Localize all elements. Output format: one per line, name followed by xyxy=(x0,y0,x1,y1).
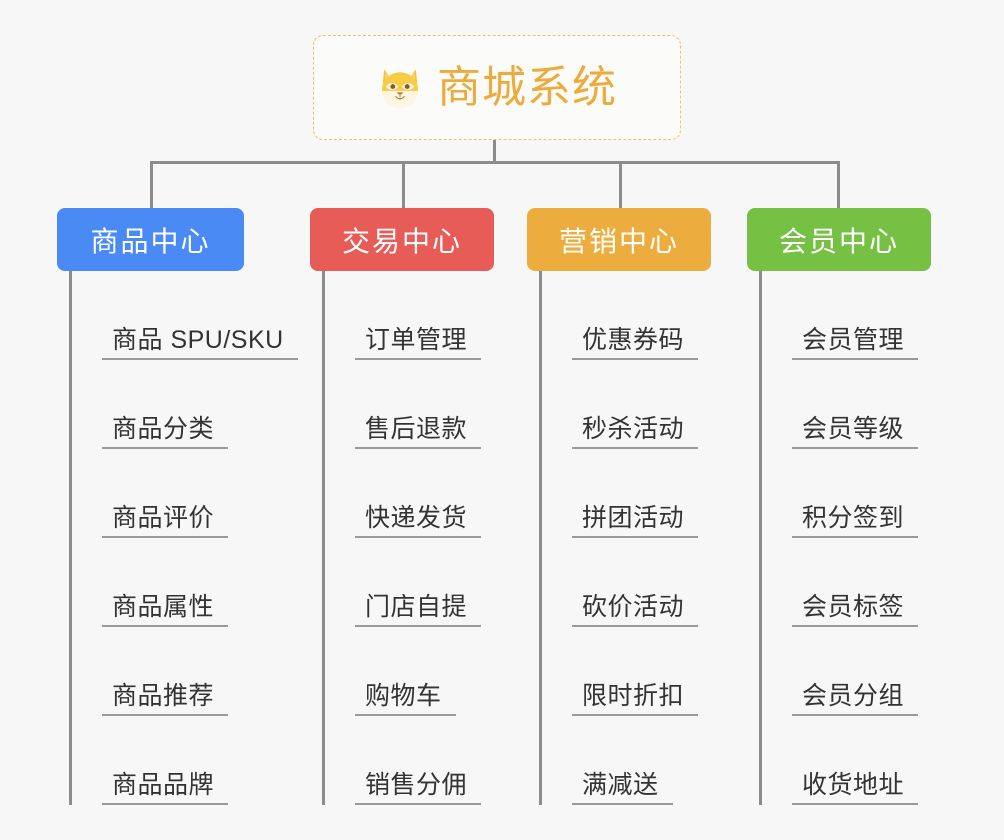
branch-column-1: 交易中心 订单管理 售后退款 快递发货 门店自提 购物车 销售分佣 xyxy=(310,208,494,805)
leaf-underline: 拼团活动 xyxy=(572,503,699,538)
list-item[interactable]: 会员分组 xyxy=(762,627,931,716)
branch-items-0: 商品 SPU/SKU 商品分类 商品评价 商品属性 商品推荐 商品品牌 xyxy=(69,271,298,805)
leaf-underline: 会员分组 xyxy=(792,681,919,716)
leaf-label: 商品 SPU/SKU xyxy=(112,325,284,354)
branch-header-0[interactable]: 商品中心 xyxy=(57,208,244,271)
list-item[interactable]: 会员管理 xyxy=(762,271,931,360)
leaf-label: 秒杀活动 xyxy=(582,414,685,443)
connector-root-stem xyxy=(493,140,496,163)
leaf-underline: 商品属性 xyxy=(102,592,229,627)
branch-column-2: 营销中心 优惠券码 秒杀活动 拼团活动 砍价活动 限时折扣 满减送 xyxy=(527,208,711,805)
list-item[interactable]: 会员等级 xyxy=(762,360,931,449)
leaf-underline: 售后退款 xyxy=(355,414,482,449)
leaf-underline: 砍价活动 xyxy=(572,592,699,627)
leaf-underline: 积分签到 xyxy=(792,503,919,538)
list-item[interactable]: 收货地址 xyxy=(762,716,931,805)
list-item[interactable]: 砍价活动 xyxy=(542,538,711,627)
list-item[interactable]: 秒杀活动 xyxy=(542,360,711,449)
leaf-label: 购物车 xyxy=(365,681,442,710)
leaf-underline: 商品分类 xyxy=(102,414,229,449)
leaf-label: 售后退款 xyxy=(365,414,468,443)
connector-drop-branch-1 xyxy=(402,161,405,209)
branch-header-label-1: 交易中心 xyxy=(341,225,462,257)
leaf-label: 商品评价 xyxy=(112,503,215,532)
list-item[interactable]: 商品评价 xyxy=(72,449,244,538)
leaf-label: 会员标签 xyxy=(802,592,905,621)
leaf-underline: 收货地址 xyxy=(792,770,919,805)
leaf-underline: 商品品牌 xyxy=(102,770,229,805)
connector-horizontal-bus xyxy=(150,161,840,164)
leaf-underline: 快递发货 xyxy=(355,503,482,538)
leaf-underline: 门店自提 xyxy=(355,592,482,627)
branch-header-label-2: 营销中心 xyxy=(558,225,679,257)
branch-header-1[interactable]: 交易中心 xyxy=(310,208,494,271)
connector-drop-branch-2 xyxy=(619,161,622,209)
leaf-label: 优惠券码 xyxy=(582,325,685,354)
list-item[interactable]: 商品品牌 xyxy=(72,716,244,805)
list-item[interactable]: 购物车 xyxy=(325,627,494,716)
leaf-underline: 会员标签 xyxy=(792,592,919,627)
leaf-underline: 满减送 xyxy=(572,770,673,805)
list-item[interactable]: 商品分类 xyxy=(72,360,244,449)
list-item[interactable]: 商品属性 xyxy=(72,538,244,627)
leaf-label: 限时折扣 xyxy=(582,681,685,710)
leaf-underline: 优惠券码 xyxy=(572,325,699,360)
leaf-label: 快递发货 xyxy=(365,503,468,532)
leaf-underline: 秒杀活动 xyxy=(572,414,699,449)
leaf-label: 商品分类 xyxy=(112,414,215,443)
list-item[interactable]: 商品 SPU/SKU xyxy=(72,271,298,360)
leaf-label: 满减送 xyxy=(582,770,659,799)
leaf-underline: 限时折扣 xyxy=(572,681,699,716)
leaf-label: 订单管理 xyxy=(365,325,468,354)
leaf-label: 积分签到 xyxy=(802,503,905,532)
shiba-dog-face-icon xyxy=(377,65,423,111)
leaf-label: 销售分佣 xyxy=(365,770,468,799)
leaf-label: 商品属性 xyxy=(112,592,215,621)
branch-items-2: 优惠券码 秒杀活动 拼团活动 砍价活动 限时折扣 满减送 xyxy=(539,271,711,805)
leaf-label: 商品推荐 xyxy=(112,681,215,710)
root-node-shop-system[interactable]: 商城系统 xyxy=(313,35,681,140)
list-item[interactable]: 优惠券码 xyxy=(542,271,711,360)
branch-items-3: 会员管理 会员等级 积分签到 会员标签 会员分组 收货地址 xyxy=(759,271,931,805)
list-item[interactable]: 订单管理 xyxy=(325,271,494,360)
leaf-label: 会员等级 xyxy=(802,414,905,443)
branch-header-2[interactable]: 营销中心 xyxy=(527,208,711,271)
list-item[interactable]: 限时折扣 xyxy=(542,627,711,716)
list-item[interactable]: 满减送 xyxy=(542,716,711,805)
branch-column-0: 商品中心 商品 SPU/SKU 商品分类 商品评价 商品属性 商品推荐 商品品牌 xyxy=(57,208,298,805)
leaf-underline: 销售分佣 xyxy=(355,770,482,805)
leaf-underline: 商品评价 xyxy=(102,503,229,538)
branch-header-label-0: 商品中心 xyxy=(90,225,211,257)
list-item[interactable]: 会员标签 xyxy=(762,538,931,627)
leaf-label: 砍价活动 xyxy=(582,592,685,621)
connector-drop-branch-0 xyxy=(150,161,153,209)
connector-drop-branch-3 xyxy=(837,161,840,209)
leaf-underline: 会员等级 xyxy=(792,414,919,449)
leaf-label: 会员管理 xyxy=(802,325,905,354)
branch-header-label-3: 会员中心 xyxy=(778,225,899,257)
branch-header-3[interactable]: 会员中心 xyxy=(747,208,931,271)
list-item[interactable]: 门店自提 xyxy=(325,538,494,627)
leaf-underline: 商品 SPU/SKU xyxy=(102,325,298,360)
leaf-underline: 会员管理 xyxy=(792,325,919,360)
leaf-label: 收货地址 xyxy=(802,770,905,799)
branch-items-1: 订单管理 售后退款 快递发货 门店自提 购物车 销售分佣 xyxy=(322,271,494,805)
leaf-label: 商品品牌 xyxy=(112,770,215,799)
branch-column-3: 会员中心 会员管理 会员等级 积分签到 会员标签 会员分组 收货地址 xyxy=(747,208,931,805)
list-item[interactable]: 快递发货 xyxy=(325,449,494,538)
list-item[interactable]: 销售分佣 xyxy=(325,716,494,805)
leaf-underline: 购物车 xyxy=(355,681,456,716)
list-item[interactable]: 商品推荐 xyxy=(72,627,244,716)
list-item[interactable]: 售后退款 xyxy=(325,360,494,449)
leaf-label: 拼团活动 xyxy=(582,503,685,532)
leaf-underline: 订单管理 xyxy=(355,325,482,360)
list-item[interactable]: 拼团活动 xyxy=(542,449,711,538)
leaf-label: 会员分组 xyxy=(802,681,905,710)
root-title: 商城系统 xyxy=(437,62,617,112)
leaf-underline: 商品推荐 xyxy=(102,681,229,716)
leaf-label: 门店自提 xyxy=(365,592,468,621)
list-item[interactable]: 积分签到 xyxy=(762,449,931,538)
